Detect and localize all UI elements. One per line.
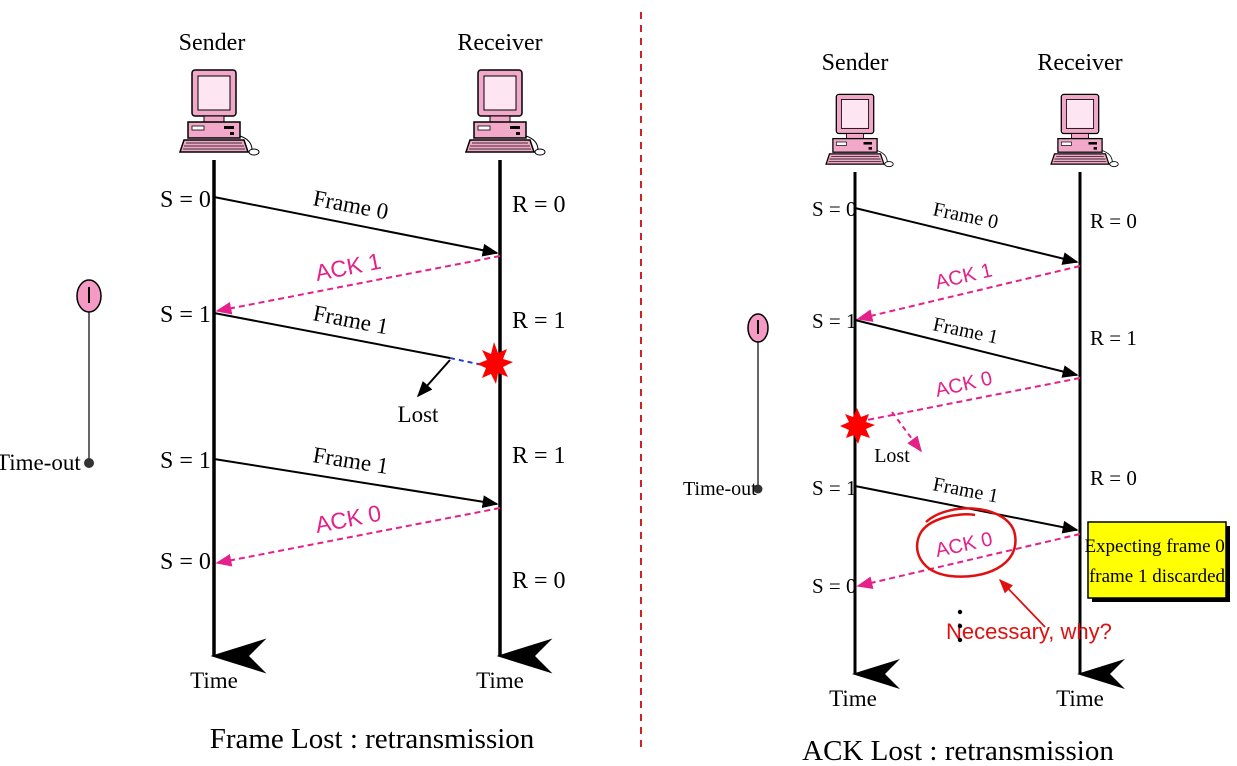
left-receiver-state-2: R = 1 bbox=[512, 308, 566, 334]
right-ack-0-lost-label: ACK 0 bbox=[933, 367, 994, 401]
left-frame-1-lost-segment bbox=[449, 357, 493, 368]
right-frame-1-label: Frame 1 bbox=[931, 313, 1000, 348]
left-receiver-computer-icon bbox=[465, 69, 546, 156]
left-receiver-state-3: R = 1 bbox=[512, 443, 566, 469]
right-timeout-dot bbox=[753, 484, 763, 494]
right-receiver-state-1: R = 0 bbox=[1090, 209, 1137, 233]
left-receiver-time: Time bbox=[476, 668, 524, 693]
left-receiver-state-4: R = 0 bbox=[512, 568, 566, 594]
right-sender-time: Time bbox=[829, 686, 877, 711]
left-receiver-state-1: R = 0 bbox=[512, 192, 566, 218]
right-diagram: Sender Receiver Time Time S = 0 S = 1 S … bbox=[683, 50, 1230, 766]
right-annotation-circle bbox=[915, 507, 1017, 578]
right-receiver-state-3: R = 0 bbox=[1090, 466, 1137, 490]
left-caption: Frame Lost : retransmission bbox=[210, 723, 535, 755]
right-receiver-computer-icon bbox=[1050, 93, 1119, 168]
right-timeout-label: Time-out bbox=[683, 478, 757, 500]
left-receiver-label: Receiver bbox=[457, 30, 542, 56]
right-frame-1-arrow bbox=[854, 319, 1079, 378]
left-ack-1-label: ACK 1 bbox=[313, 248, 383, 286]
left-ack-1-arrow bbox=[215, 255, 501, 315]
right-lost-burst-icon bbox=[840, 408, 875, 444]
right-ack-0-lost-arrow bbox=[861, 377, 1081, 422]
right-ack-1-label: ACK 1 bbox=[933, 259, 994, 293]
right-sender-state-3: S = 1 bbox=[812, 476, 857, 500]
right-note-box bbox=[1087, 521, 1227, 599]
right-annotation-text: Necessary, why? bbox=[946, 619, 1112, 644]
right-note-line-2: frame 1 discarded bbox=[1089, 566, 1226, 587]
right-annotation-pointer bbox=[999, 578, 1046, 628]
right-frame-0-arrow bbox=[854, 207, 1079, 265]
right-sender-state-1: S = 0 bbox=[812, 197, 857, 221]
right-lost-label: Lost bbox=[874, 445, 910, 467]
right-sender-computer-icon bbox=[825, 93, 894, 168]
right-lost-pointer bbox=[891, 411, 922, 453]
left-sender-state-2: S = 1 bbox=[160, 302, 211, 328]
right-receiver-time: Time bbox=[1056, 686, 1104, 711]
left-lost-burst-icon bbox=[477, 342, 513, 384]
right-sender-state-2: S = 1 bbox=[812, 309, 857, 333]
right-continuation-dot bbox=[957, 609, 963, 615]
left-timeout-label: Time-out bbox=[0, 450, 81, 475]
left-ack-0-arrow bbox=[215, 507, 501, 567]
left-ack-0-label: ACK 0 bbox=[313, 500, 383, 538]
left-frame-1-retransmit-label: Frame 1 bbox=[311, 442, 390, 479]
left-frame-1-retransmit-arrow bbox=[213, 458, 499, 509]
left-sender-label: Sender bbox=[179, 30, 246, 56]
right-continuation-dot bbox=[957, 623, 963, 629]
right-ack-0-label: ACK 0 bbox=[933, 528, 994, 562]
left-lost-label: Lost bbox=[398, 402, 440, 427]
left-sender-computer-icon bbox=[179, 69, 260, 156]
left-timeout-dot bbox=[84, 458, 94, 468]
left-sender-state-1: S = 0 bbox=[160, 187, 211, 213]
right-note-line-1: Expecting frame 0, bbox=[1084, 536, 1229, 557]
left-diagram: Sender Receiver Time Time S = 0 S = 1 S … bbox=[0, 30, 566, 755]
left-sender-time: Time bbox=[190, 668, 238, 693]
right-receiver-state-2: R = 1 bbox=[1090, 326, 1137, 350]
left-frame-1-arrow bbox=[213, 312, 451, 359]
right-ack-1-arrow bbox=[856, 265, 1081, 322]
left-lost-pointer bbox=[416, 359, 451, 398]
right-receiver-label: Receiver bbox=[1037, 50, 1122, 76]
right-sender-state-4: S = 0 bbox=[812, 574, 857, 598]
right-continuation-dot bbox=[957, 637, 963, 643]
left-frame-0-arrow bbox=[213, 196, 499, 257]
left-sender-state-3: S = 1 bbox=[160, 448, 211, 474]
right-ack-0-arrow bbox=[856, 533, 1081, 589]
right-caption: ACK Lost : retransmission bbox=[802, 735, 1114, 766]
right-sender-label: Sender bbox=[822, 50, 889, 76]
left-sender-state-4: S = 0 bbox=[160, 549, 211, 575]
